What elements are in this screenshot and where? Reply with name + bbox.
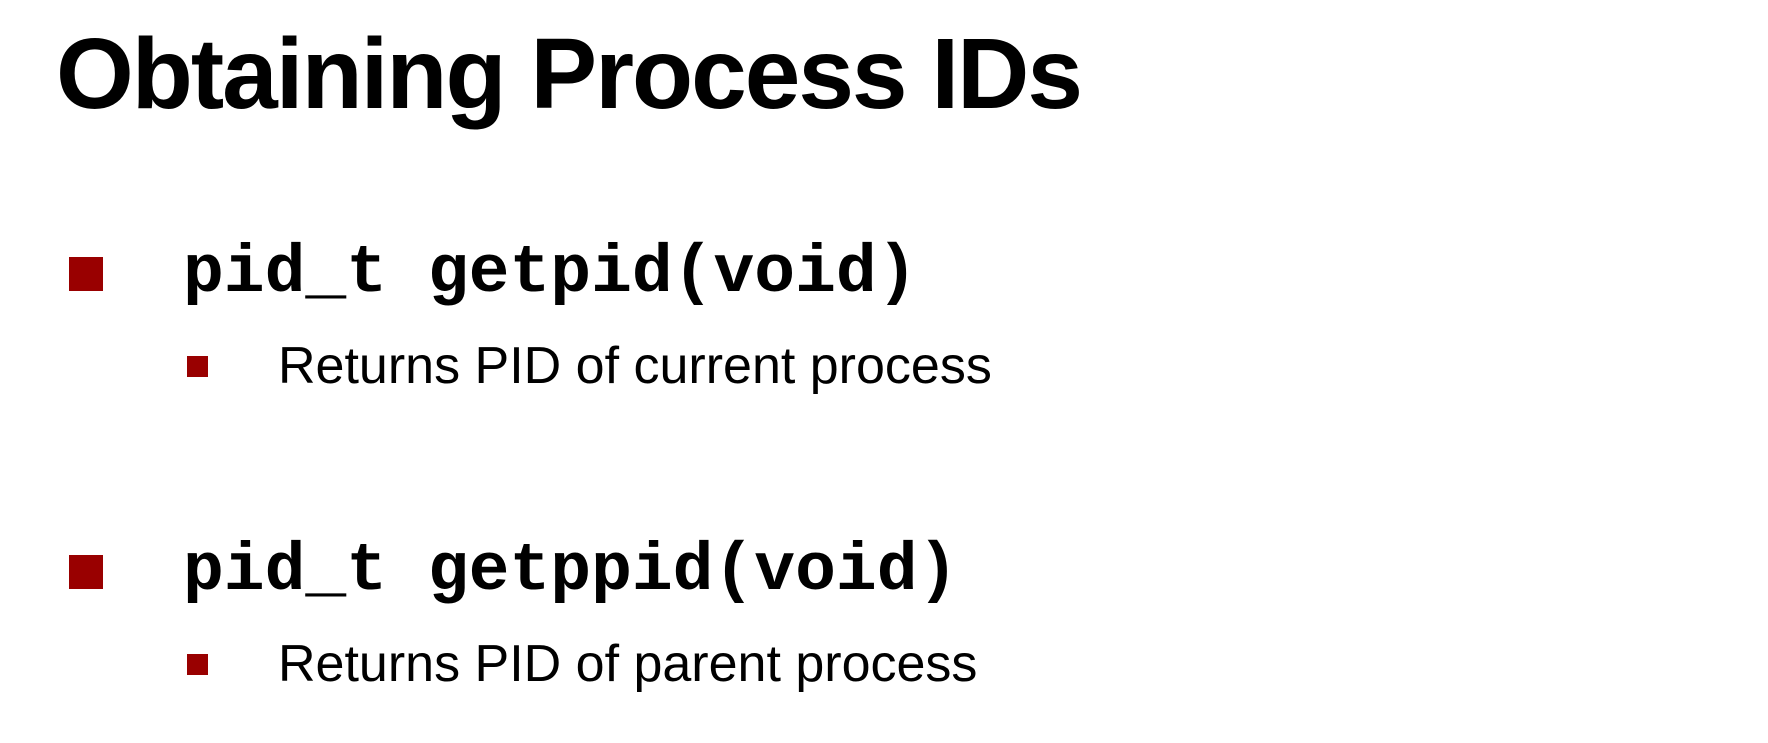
- bullet-item-getppid: pid_t getppid(void): [69, 538, 958, 606]
- slide-title: Obtaining Process IDs: [56, 18, 1083, 130]
- function-signature: pid_t getppid(void): [183, 533, 959, 610]
- sub-bullet-item-getppid: Returns PID of parent process: [187, 638, 977, 690]
- bullet-item-getpid: pid_t getpid(void): [69, 240, 918, 308]
- square-bullet-icon: [69, 257, 103, 291]
- function-description: Returns PID of current process: [278, 337, 992, 395]
- sub-bullet-item-getpid: Returns PID of current process: [187, 340, 992, 392]
- square-bullet-icon: [187, 653, 208, 675]
- square-bullet-icon: [69, 555, 103, 589]
- function-description: Returns PID of parent process: [278, 635, 978, 693]
- square-bullet-icon: [187, 355, 208, 377]
- function-signature: pid_t getpid(void): [183, 235, 918, 312]
